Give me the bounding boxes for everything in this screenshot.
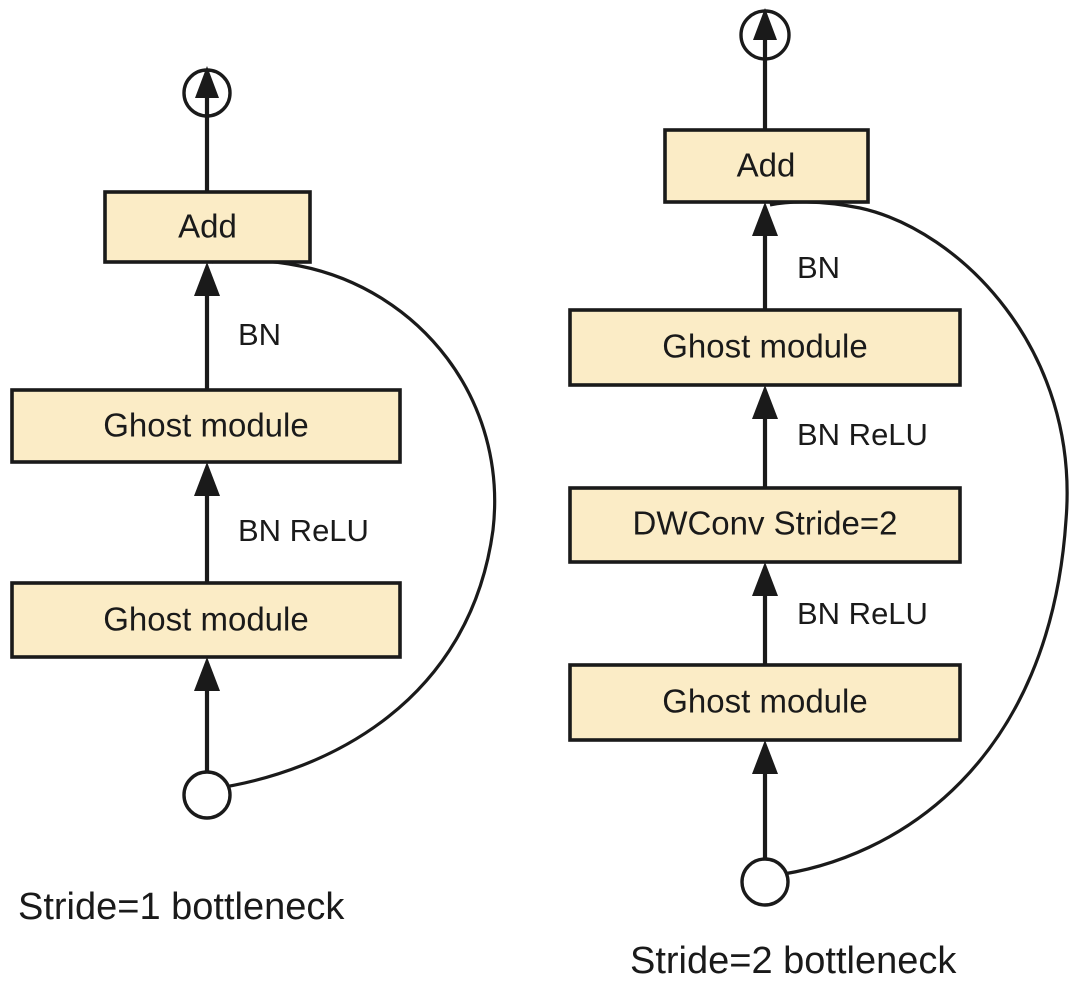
- panel-caption-stride1: Stride=1 bottleneck: [18, 886, 345, 928]
- s2-edge-label-bn: BN: [797, 250, 840, 285]
- skip-connection-curve-stride2: [769, 200, 1069, 878]
- s1-input-node-circle: [182, 770, 232, 820]
- s2-edge-label-bn-relu-lower: BN ReLU: [797, 596, 928, 631]
- s2-ghost-module-top-box: Ghost module: [568, 308, 962, 387]
- s1-ghost-module-top-rect: [10, 388, 402, 464]
- s2-arrowhead-dwconv-to-ghosttop: [752, 385, 778, 419]
- s1-arrowhead-input-to-ghostbottom: [194, 657, 220, 691]
- s2-arrowhead-add-to-output: [753, 8, 777, 40]
- s1-edge-label-bn: BN: [238, 317, 281, 352]
- s1-ghost-module-top-box: Ghost module: [10, 388, 402, 464]
- s1-arrowhead-ghosttop-to-add: [194, 262, 220, 296]
- panel-caption-stride2: Stride=2 bottleneck: [630, 940, 957, 982]
- s2-dwconv-box: DWConv Stride=2: [568, 486, 962, 564]
- s2-ghost-module-bottom-rect: [568, 663, 962, 742]
- s2-arrowhead-ghosttop-to-add: [752, 202, 778, 236]
- s1-add-box: Add: [103, 190, 312, 264]
- panel-stride2: Add BN Ghost module BN ReLU DWConv Strid…: [568, 8, 1069, 982]
- s1-ghost-module-top-label: Ghost module: [103, 407, 308, 444]
- s2-add-box: Add: [663, 128, 870, 204]
- s2-arrowhead-input-to-ghostbottom: [752, 740, 778, 774]
- s2-dwconv-box-label: DWConv Stride=2: [632, 505, 897, 542]
- s1-ghost-module-bottom-label: Ghost module: [103, 601, 308, 638]
- s1-arrowhead-add-to-output: [195, 66, 219, 98]
- s2-dwconv-box-rect: [568, 486, 962, 564]
- s2-ghost-module-bottom-label: Ghost module: [662, 683, 867, 720]
- s2-ghost-module-bottom-box: Ghost module: [568, 663, 962, 742]
- s1-arrowhead-ghostbottom-to-ghosttop: [194, 462, 220, 496]
- s2-ghost-module-top-rect: [568, 308, 962, 387]
- s1-ghost-module-bottom-rect: [10, 581, 402, 659]
- panel-stride1: Add BN Ghost module BN ReLU Ghost module: [10, 66, 497, 928]
- s1-edge-label-bn-relu: BN ReLU: [238, 513, 369, 548]
- s1-ghost-module-bottom-box: Ghost module: [10, 581, 402, 659]
- s2-arrowhead-ghostbottom-to-dwconv: [752, 562, 778, 596]
- s2-add-box-label: Add: [737, 147, 796, 184]
- s2-ghost-module-top-label: Ghost module: [662, 328, 867, 365]
- s2-edge-label-bn-relu-upper: BN ReLU: [797, 417, 928, 452]
- s1-add-box-rect: [103, 190, 312, 264]
- s2-input-node-circle: [740, 857, 790, 907]
- s2-add-box-rect: [663, 128, 870, 204]
- s1-add-box-label: Add: [178, 208, 237, 245]
